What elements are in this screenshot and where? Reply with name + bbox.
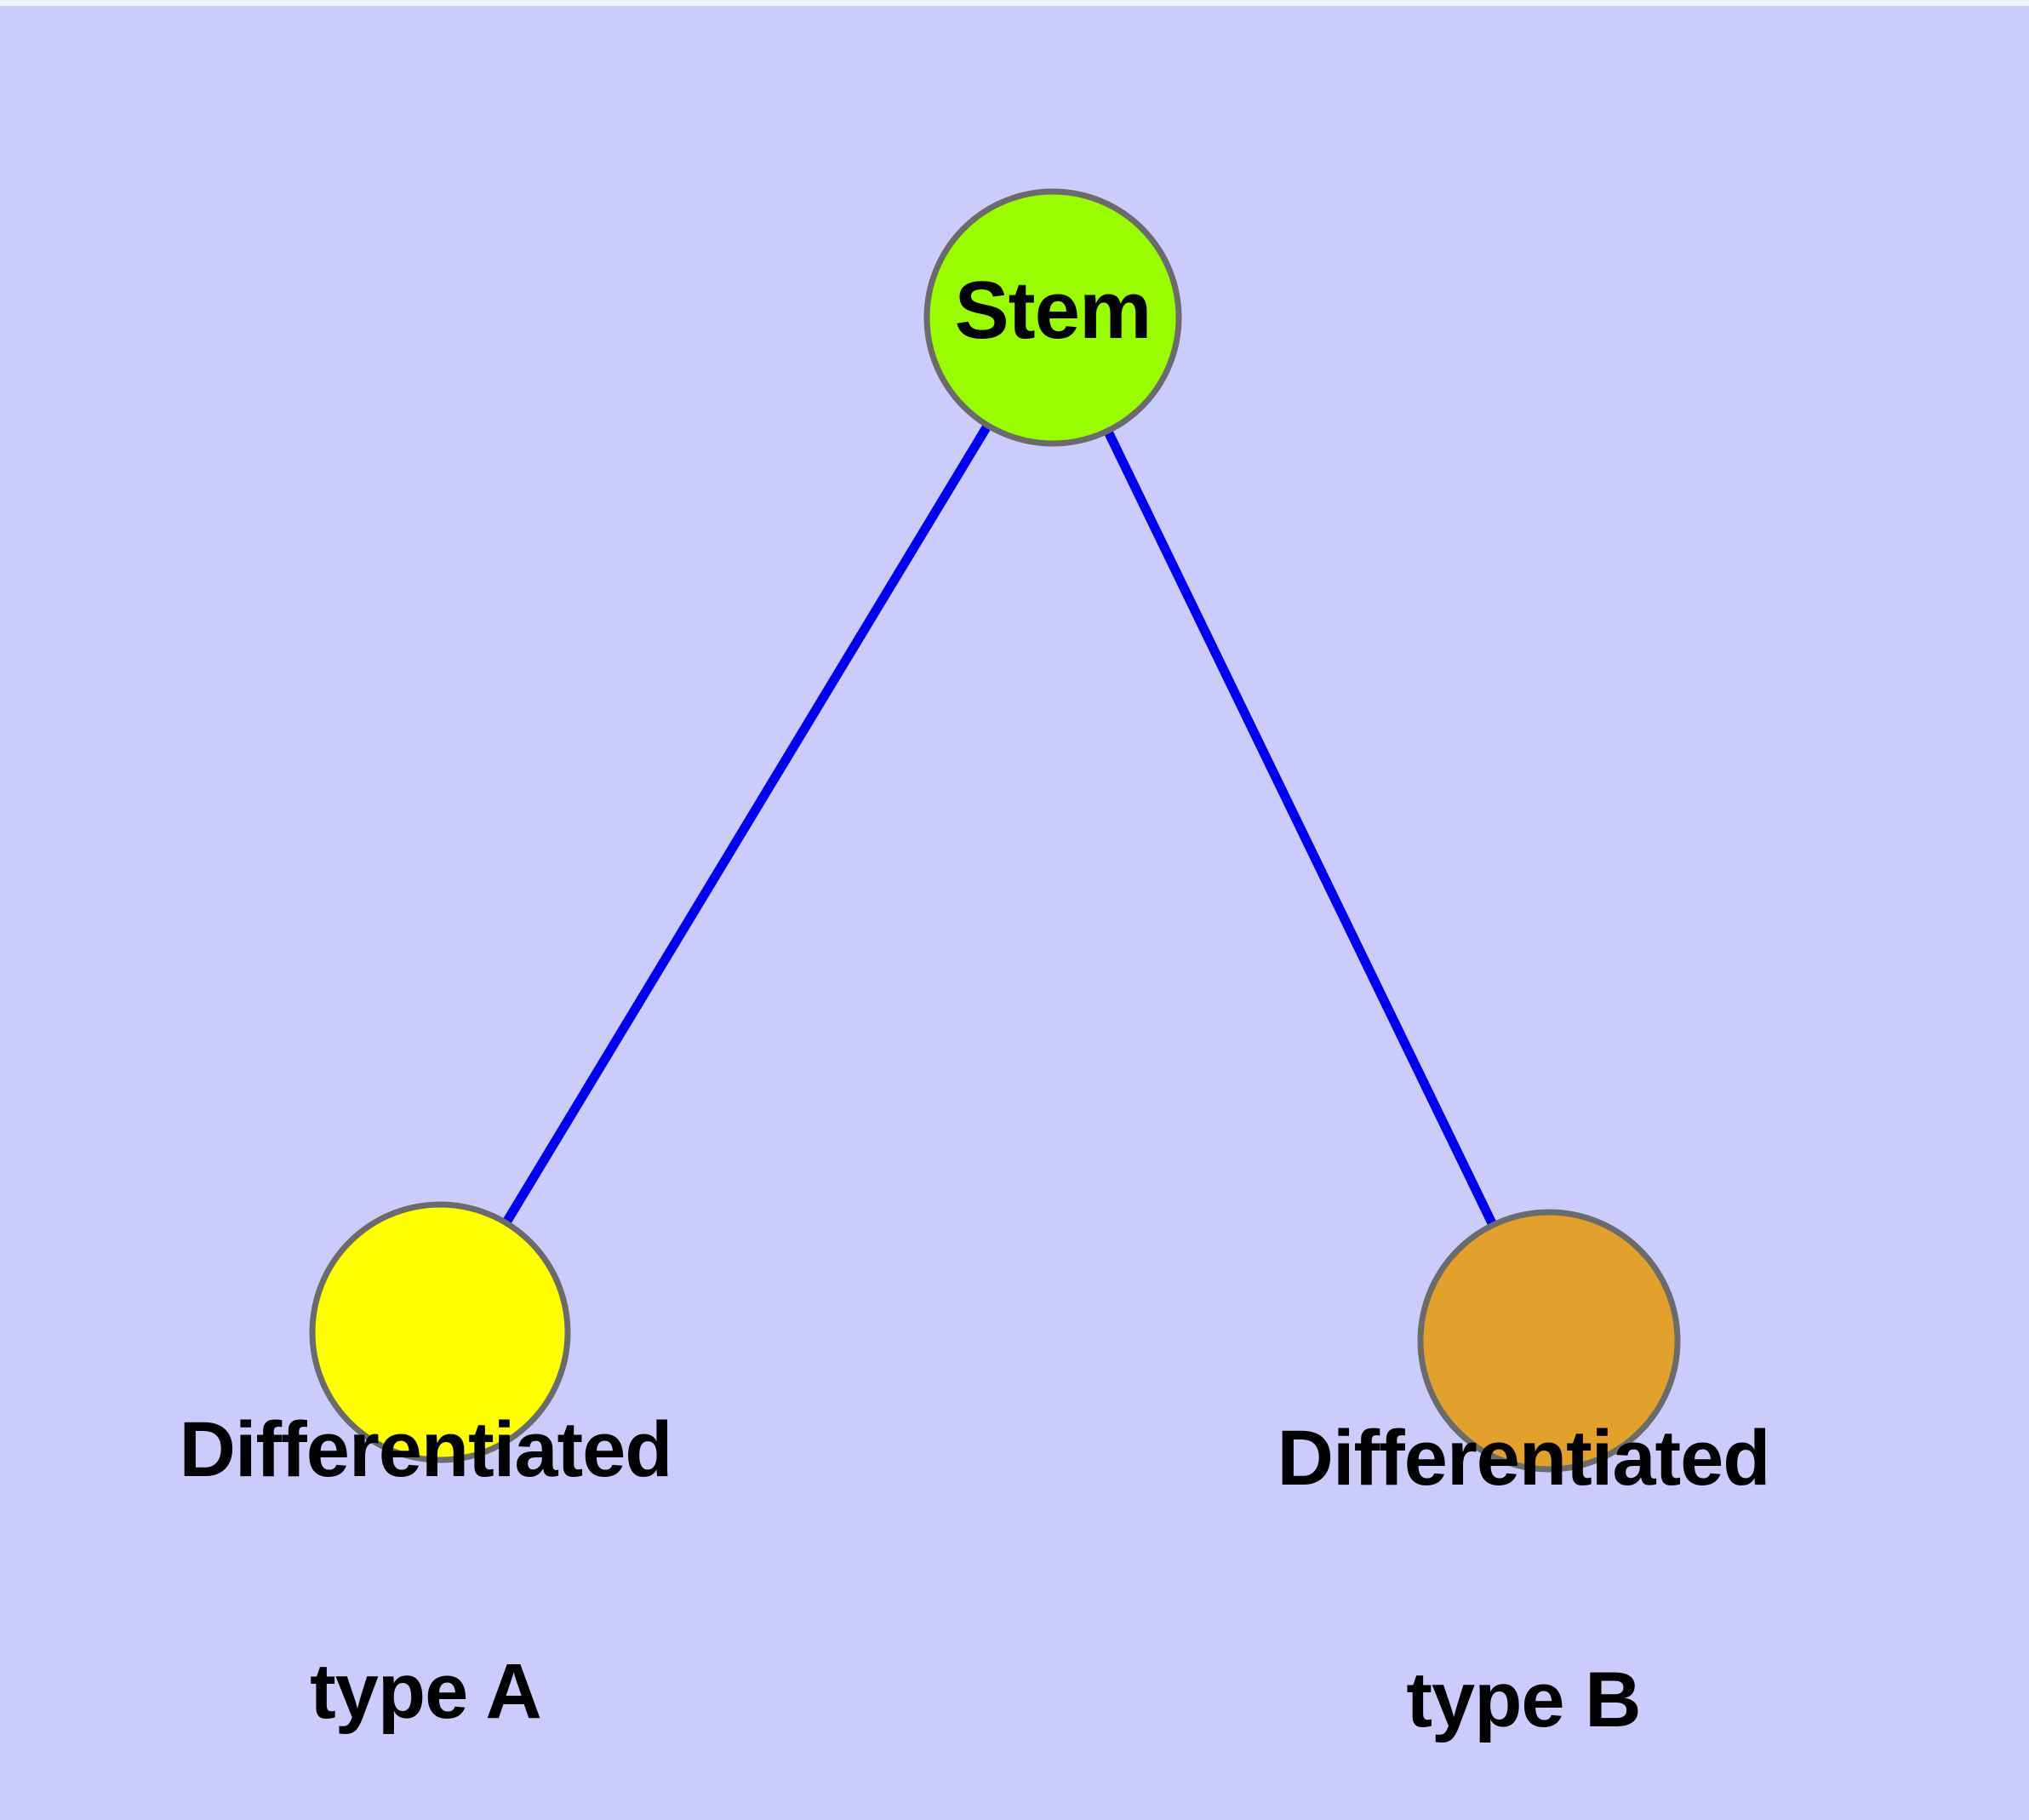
node-stem[interactable]: [923, 188, 1182, 447]
node-differentiated-type-a[interactable]: [309, 1201, 571, 1463]
top-edge-strip: [0, 0, 2029, 6]
edge-stem-to-differentiated-a: [502, 424, 992, 1224]
edges-layer: [502, 424, 1497, 1226]
nodes-layer: [309, 188, 1681, 1473]
node-differentiated-type-b[interactable]: [1417, 1209, 1681, 1473]
edge-stem-to-differentiated-b: [1104, 430, 1497, 1226]
